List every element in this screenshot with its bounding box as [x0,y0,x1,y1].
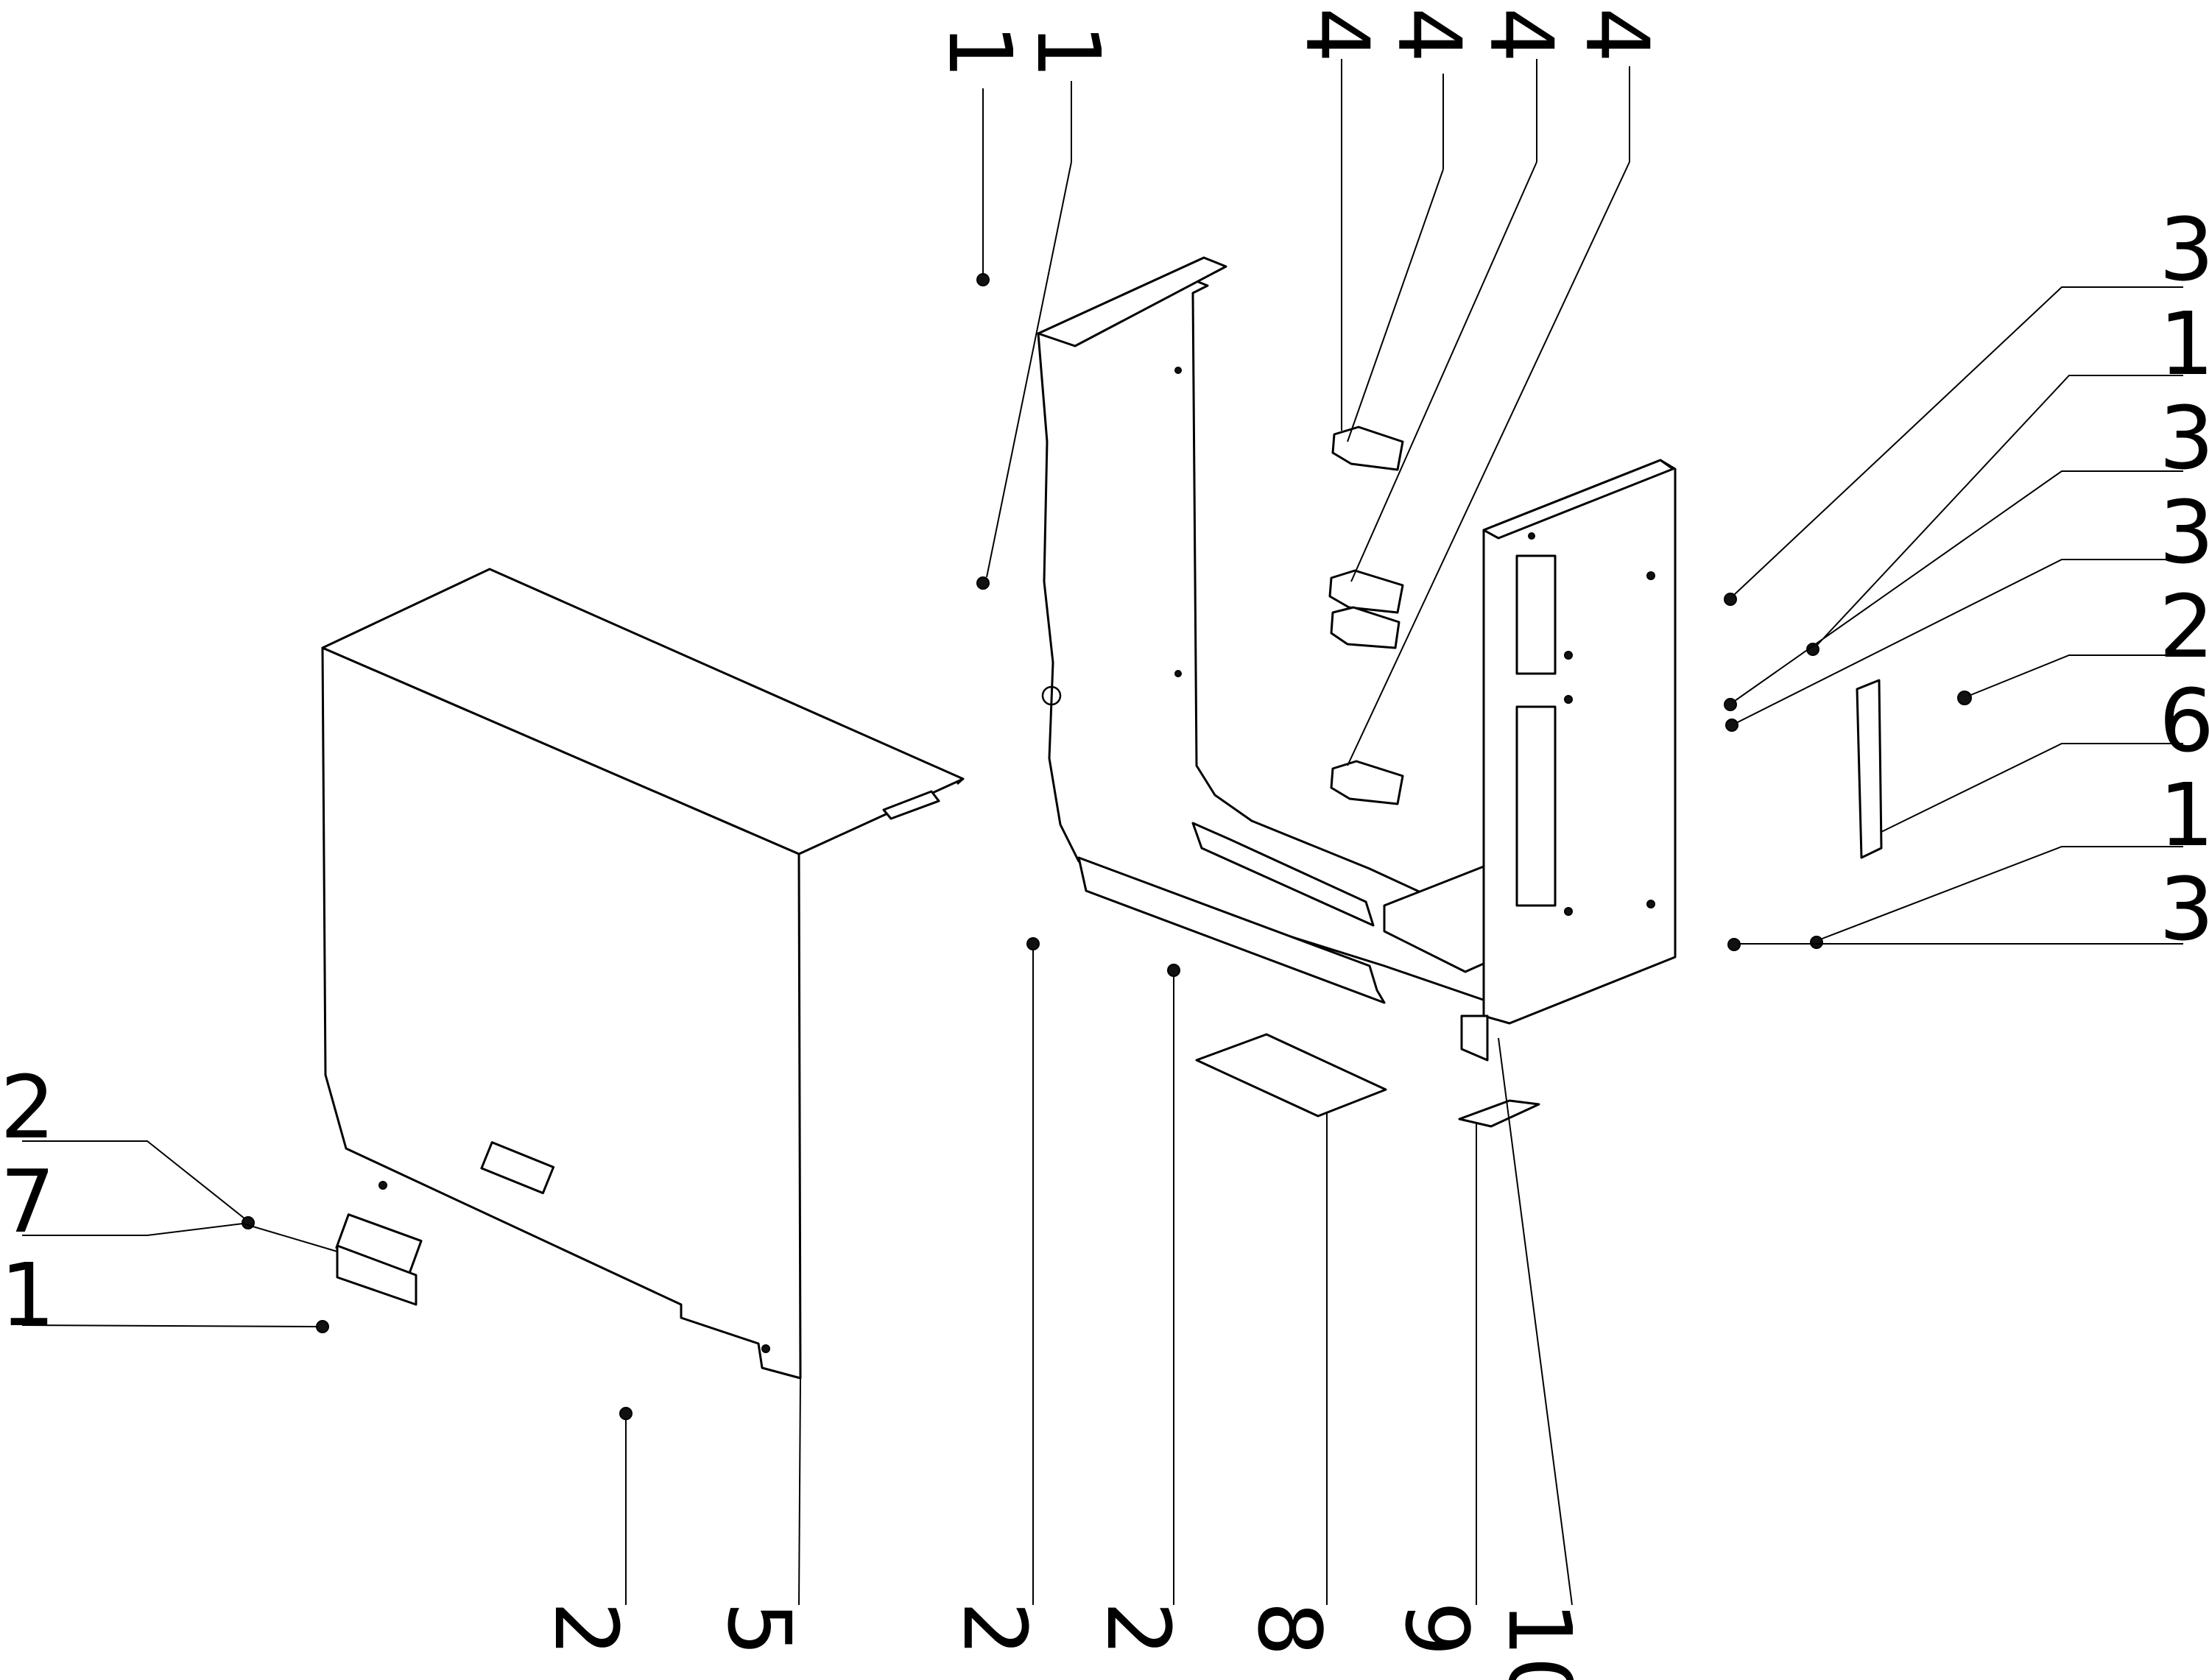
callout-right-1a: 1 [2159,293,2209,395]
clip-part-4-b [1328,569,1404,649]
front-cover-panel-part-5 [321,568,965,1380]
callout-top-4c: 4 [1470,7,1572,63]
callout-right-3d: 3 [2159,858,2209,960]
callout-top-4d: 4 [1566,7,1668,63]
leader-lines [21,59,2183,1606]
callout-bottom-2b: 2 [944,1601,1046,1656]
callout-right-3b: 3 [2159,387,2209,489]
callout-top-1b: 1 [1018,24,1119,79]
callout-left-1: 1 [0,1244,55,1346]
callout-bottom-10: 10 [1489,1601,1590,1680]
small-plate-part-7 [336,1244,418,1306]
clip-part-4-c [1330,760,1404,805]
callout-bottom-8: 8 [1239,1601,1340,1656]
callout-top-4b: 4 [1378,7,1480,63]
callout-bottom-2a: 2 [535,1601,637,1656]
callout-bottom-2c: 2 [1088,1601,1189,1656]
right-side-panel [1460,459,1677,1062]
callout-numbers: 1 1 4 4 4 4 3 1 3 3 2 6 1 3 2 7 1 2 5 2 … [0,7,2209,1680]
callout-right-3a: 3 [2159,199,2209,300]
bracket-part-9 [1458,1099,1540,1128]
callout-left-7: 7 [0,1151,55,1252]
callout-right-1b: 1 [2159,764,2209,866]
clip-part-4-a [1331,426,1404,471]
callout-right-6: 6 [2159,670,2209,772]
callout-right-3c: 3 [2159,481,2209,583]
callout-right-2: 2 [2159,576,2209,677]
cover-plate-part-6 [1856,679,1883,859]
callout-bottom-5: 5 [708,1601,810,1656]
u-shaped-chassis-frame [1037,256,1500,1004]
callout-left-2: 2 [0,1056,55,1158]
label-plate-part-8 [1195,1033,1387,1118]
callout-bottom-9: 9 [1386,1601,1487,1656]
callout-top-4a: 4 [1286,7,1388,63]
callout-top-1a: 1 [929,24,1031,79]
